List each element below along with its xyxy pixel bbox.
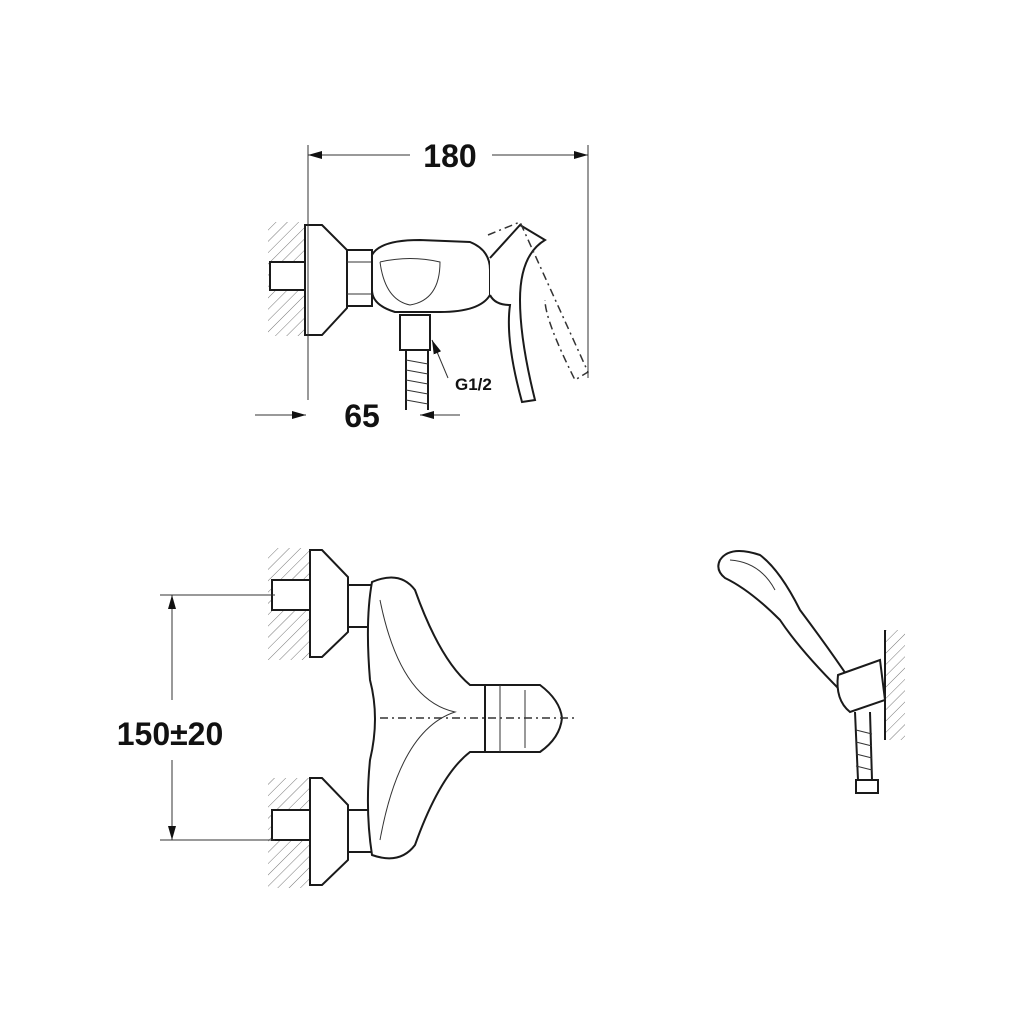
hose-end-nut bbox=[855, 779, 879, 794]
nut bbox=[346, 249, 373, 307]
lever-handle bbox=[489, 223, 547, 404]
mixer-body-front bbox=[366, 576, 486, 860]
dimension-65: 65 bbox=[344, 398, 380, 434]
thread-label: G1/2 bbox=[455, 375, 492, 394]
hand-shower bbox=[717, 550, 905, 794]
shower-holder bbox=[836, 658, 887, 714]
front-view-mixer: 150±20 bbox=[117, 548, 575, 888]
mixer-body bbox=[371, 238, 491, 313]
wall-hatch-shower bbox=[885, 630, 905, 740]
shower-head bbox=[717, 550, 852, 692]
dimension-180: 180 bbox=[423, 138, 476, 174]
hose-nut bbox=[399, 314, 431, 351]
lever-open-position bbox=[487, 221, 589, 382]
dimension-150-20: 150±20 bbox=[117, 716, 224, 752]
side-view-mixer: G1/2 180 65 bbox=[255, 138, 589, 434]
cartridge-cap bbox=[484, 684, 564, 753]
inlet-stub bbox=[269, 261, 306, 291]
wall-flange bbox=[304, 224, 348, 336]
hose bbox=[405, 359, 429, 405]
